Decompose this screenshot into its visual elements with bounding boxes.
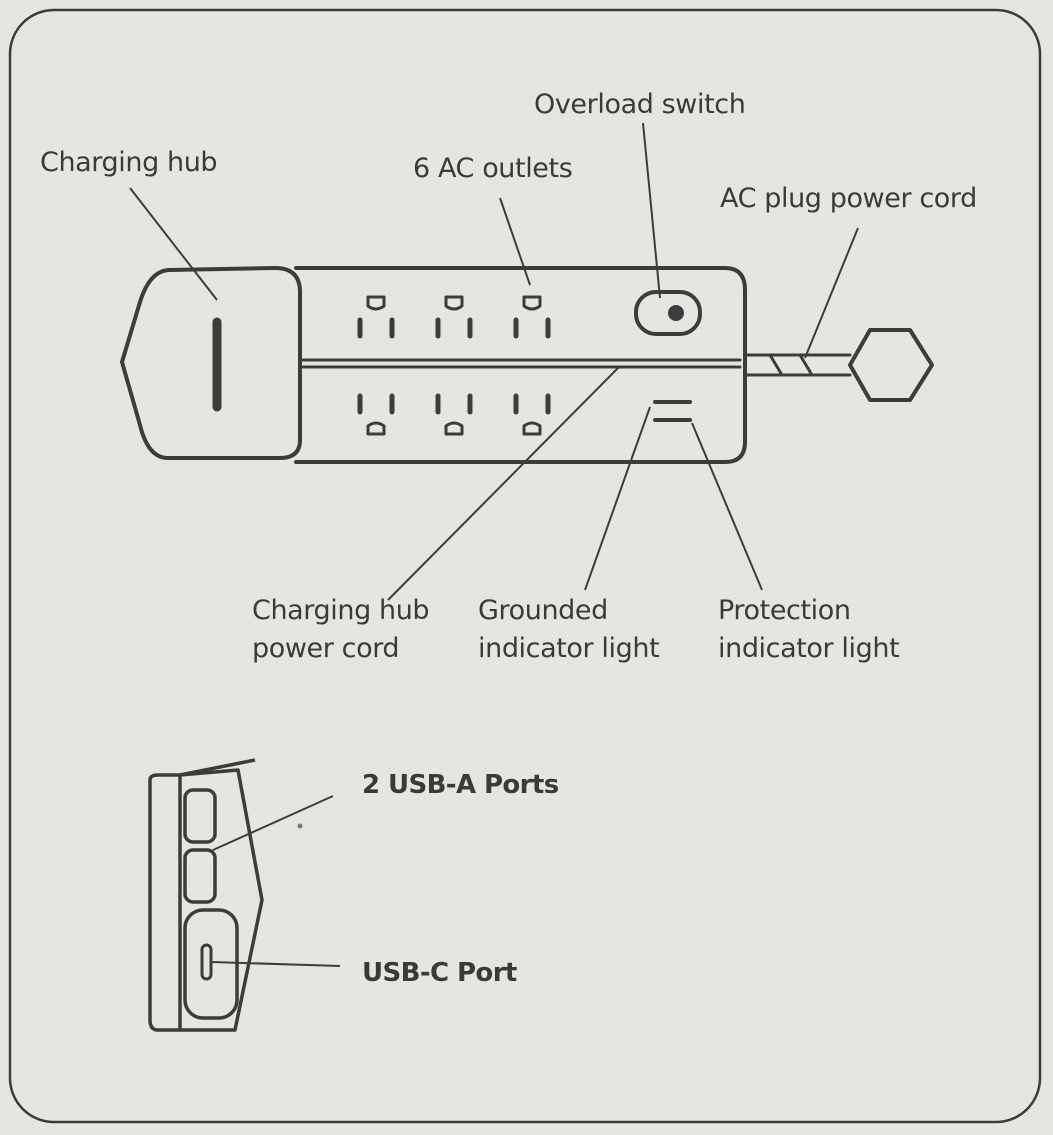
label-hub-power-cord-line2: power cord (252, 633, 400, 664)
label-hub-power-cord: Charging hub power cord (252, 592, 430, 668)
ac-plug (848, 328, 934, 402)
usb-a-port-2 (183, 848, 217, 904)
usb-c-bay (183, 908, 239, 1020)
charging-hub (120, 266, 302, 460)
outlet-bottom-3 (513, 393, 551, 436)
frame-border (8, 8, 1042, 1124)
leader-ac-outlets (499, 197, 531, 286)
usb-a-port-1 (183, 788, 217, 844)
label-overload-switch: Overload switch (534, 89, 746, 120)
ac-plug-cord (743, 328, 934, 402)
leader-lines-side (211, 795, 341, 967)
label-protection-line2: indicator light (718, 633, 900, 664)
strip-body (294, 266, 747, 464)
label-grounded-indicator: Grounded indicator light (478, 592, 660, 668)
outlet-top-1 (357, 295, 395, 339)
leader-ac-plug-cord (804, 227, 859, 359)
leader-lines (129, 122, 859, 601)
label-ac-plug-cord: AC plug power cord (720, 183, 977, 214)
leader-usb-c (211, 961, 341, 967)
label-ac-outlets: 6 AC outlets (413, 153, 573, 184)
leader-protection (691, 422, 763, 591)
label-usb-c-port: USB-C Port (362, 958, 517, 988)
leader-overload-switch (642, 122, 661, 299)
outlet-top-2 (435, 295, 473, 339)
usb-c-port (200, 943, 213, 981)
label-hub-power-cord-line1: Charging hub (252, 595, 430, 626)
label-protection-indicator: Protection indicator light (718, 592, 900, 668)
leader-charging-hub (129, 187, 218, 301)
outlet-bottom-2 (435, 393, 473, 436)
leader-grounded (584, 406, 651, 591)
label-charging-hub: Charging hub (40, 147, 218, 178)
power-strip-illustration (120, 266, 934, 464)
overload-switch (634, 290, 702, 336)
label-grounded-line1: Grounded (478, 595, 608, 626)
outlet-bottom-1 (357, 393, 395, 436)
charging-hub-side-view (148, 758, 303, 1032)
label-grounded-line2: indicator light (478, 633, 660, 664)
leader-hub-cord (387, 365, 621, 601)
leader-usb-a (212, 795, 334, 851)
label-protection-line1: Protection (718, 595, 851, 626)
label-usb-a-ports: 2 USB-A Ports (362, 770, 559, 800)
outlet-top-3 (513, 295, 551, 339)
